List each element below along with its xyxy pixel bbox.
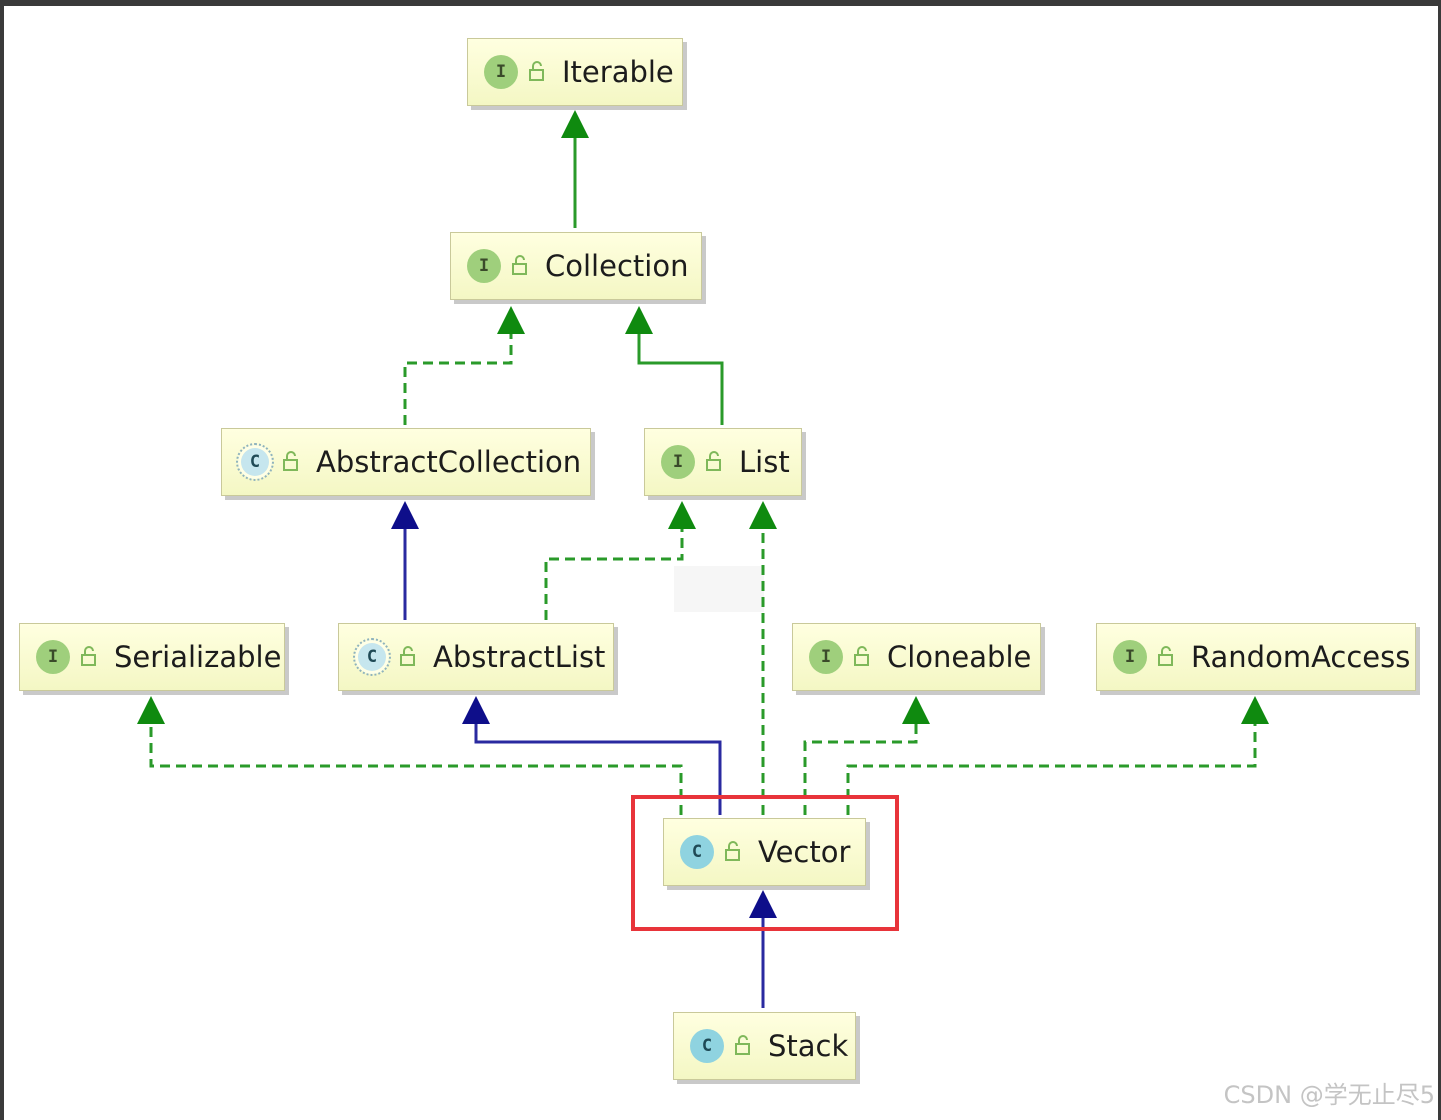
- edge-abstractlist-list: [544, 526, 684, 620]
- arrowhead-list-left: [668, 501, 696, 529]
- interface-icon: I: [809, 640, 843, 674]
- window-frame-top: [0, 0, 1441, 6]
- node-list[interactable]: I List: [644, 428, 802, 496]
- node-randomaccess[interactable]: I RandomAccess: [1096, 623, 1416, 691]
- arrowhead-serializable: [137, 696, 165, 724]
- arrowhead-iterable: [561, 110, 589, 138]
- edge-vector-serializable: [149, 722, 683, 815]
- unlocked-icon: [529, 61, 544, 81]
- arrowhead-cloneable: [902, 696, 930, 724]
- unlocked-icon: [706, 451, 721, 471]
- edge-abstractcollection-collection: [403, 331, 513, 425]
- unlocked-icon: [81, 646, 96, 666]
- arrowhead-list-right: [749, 501, 777, 529]
- background-artifact: [674, 566, 764, 612]
- watermark: CSDN @学无止尽5: [1223, 1081, 1435, 1109]
- arrowhead-vector: [749, 890, 777, 918]
- unlocked-icon: [735, 1035, 750, 1055]
- abstract-class-icon: C: [236, 443, 274, 481]
- node-abstractcollection[interactable]: C AbstractCollection: [221, 428, 591, 496]
- unlocked-icon: [1158, 646, 1173, 666]
- node-label: AbstractList: [433, 640, 606, 674]
- interface-icon: I: [467, 249, 501, 283]
- arrowhead-abstractlist: [462, 696, 490, 724]
- arrowhead-randomaccess: [1241, 696, 1269, 724]
- node-label: Stack: [768, 1029, 849, 1063]
- node-serializable[interactable]: I Serializable: [19, 623, 285, 691]
- unlocked-icon: [725, 841, 740, 861]
- edge-vector-randomaccess: [846, 722, 1257, 815]
- unlocked-icon: [854, 646, 869, 666]
- interface-icon: I: [1113, 640, 1147, 674]
- abstract-class-icon: C: [353, 638, 391, 676]
- unlocked-icon: [512, 255, 527, 275]
- node-label: Serializable: [114, 640, 282, 674]
- unlocked-icon: [400, 646, 415, 666]
- node-label: Iterable: [562, 55, 674, 89]
- node-label: List: [739, 445, 790, 479]
- vector-highlight-box: [631, 795, 899, 931]
- unlocked-icon: [283, 451, 298, 471]
- window-frame-left: [0, 0, 4, 1120]
- node-vector[interactable]: C Vector: [663, 818, 866, 886]
- edge-list-collection: [637, 331, 724, 425]
- node-label: Cloneable: [887, 640, 1032, 674]
- node-label: Collection: [545, 249, 689, 283]
- node-cloneable[interactable]: I Cloneable: [792, 623, 1041, 691]
- node-stack[interactable]: C Stack: [673, 1012, 856, 1080]
- interface-icon: I: [661, 445, 695, 479]
- node-label: AbstractCollection: [316, 445, 582, 479]
- node-label: RandomAccess: [1191, 640, 1411, 674]
- edge-vector-cloneable: [803, 722, 918, 815]
- interface-icon: I: [484, 55, 518, 89]
- arrowhead-abstractcollection: [391, 501, 419, 529]
- class-icon: C: [680, 835, 714, 869]
- node-collection[interactable]: I Collection: [450, 232, 702, 300]
- edge-vector-abstractlist: [474, 722, 722, 815]
- class-icon: C: [690, 1029, 724, 1063]
- node-label: Vector: [758, 835, 851, 869]
- arrowhead-collection-left: [497, 306, 525, 334]
- interface-icon: I: [36, 640, 70, 674]
- arrowhead-collection-right: [625, 306, 653, 334]
- window-frame-right: [1438, 0, 1441, 1120]
- node-abstractlist[interactable]: C AbstractList: [338, 623, 614, 691]
- node-iterable[interactable]: I Iterable: [467, 38, 683, 106]
